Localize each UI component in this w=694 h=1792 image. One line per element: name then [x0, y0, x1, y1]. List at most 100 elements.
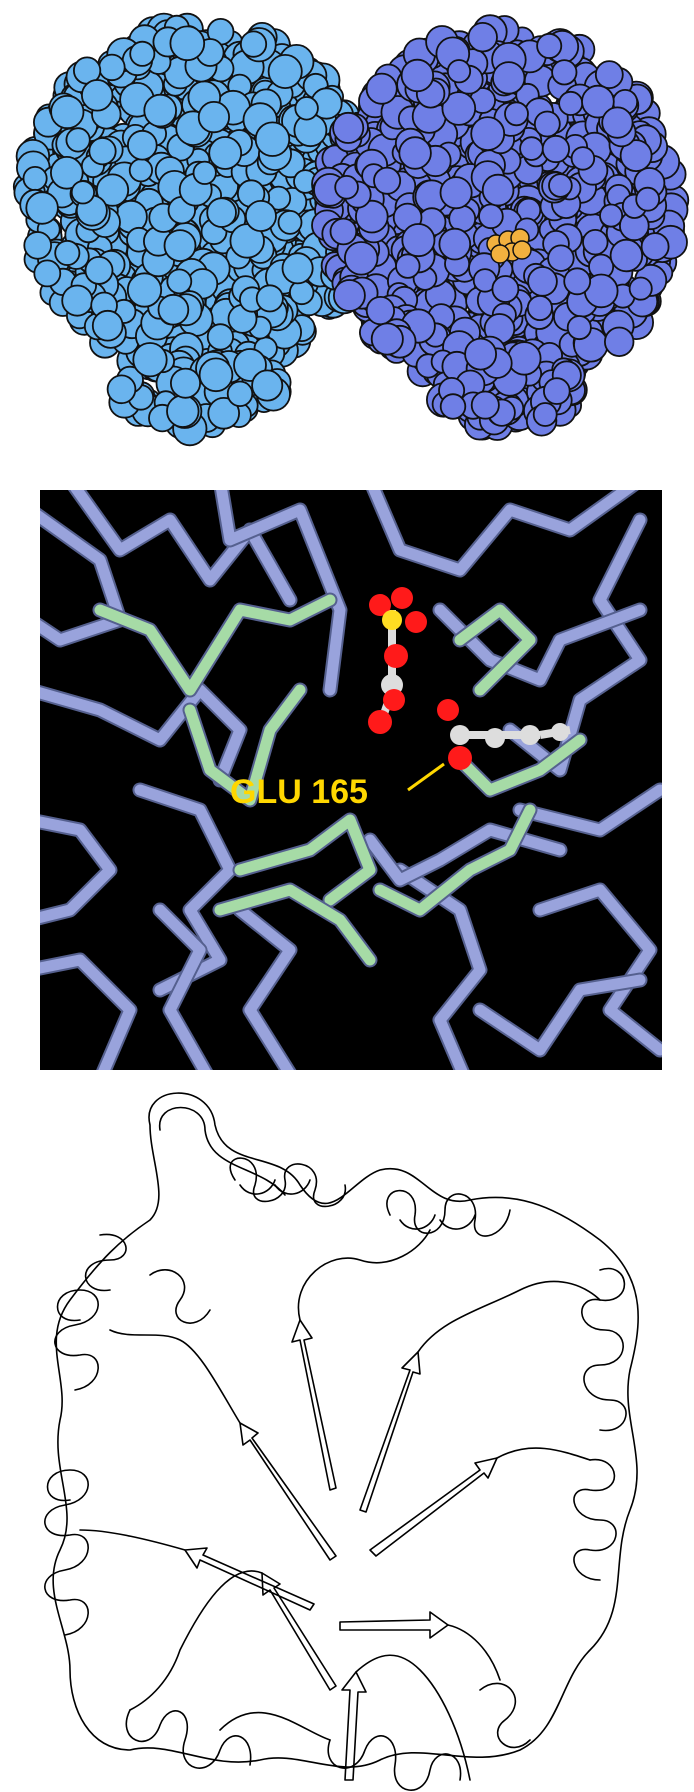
atom-sphere [398, 136, 432, 170]
atom-sphere [329, 217, 358, 246]
atom-sphere [106, 374, 137, 405]
atom-sphere [601, 106, 634, 139]
atom-sphere [255, 284, 284, 313]
atom-sphere [594, 60, 624, 89]
atom-sphere [507, 341, 542, 376]
strand-segment [214, 884, 376, 966]
helix-right-upper [581, 1267, 627, 1432]
atom-sphere [129, 40, 156, 67]
atom-sphere [401, 223, 436, 258]
atom-sphere [251, 369, 284, 402]
atom-sphere [277, 209, 303, 235]
atom-sphere [281, 252, 314, 285]
atom-sphere [166, 394, 200, 428]
loop-h [355, 1654, 471, 1781]
atom-sphere [536, 32, 563, 59]
atom-sphere [50, 94, 85, 130]
carbon-atom [485, 728, 505, 748]
phosphorus-atom [382, 610, 402, 630]
strand-segment [184, 684, 306, 806]
atom-sphere [169, 367, 201, 399]
atom-sphere [467, 22, 498, 53]
atom-sphere [22, 165, 48, 191]
space-filling-model [12, 12, 690, 447]
atom-sphere [478, 203, 504, 230]
atom-sphere [128, 158, 153, 183]
oxygen-atom [369, 594, 391, 616]
atom-sphere [492, 61, 526, 95]
backbone-segment [514, 784, 662, 836]
atom-sphere [558, 90, 584, 116]
space-filling-model-panel [0, 0, 694, 460]
strand-segment [454, 604, 536, 696]
atom-sphere [98, 53, 126, 82]
atom-sphere [481, 173, 515, 207]
subunit-right-lower [426, 335, 588, 441]
atom-sphere [604, 326, 635, 358]
outer-loop [52, 1092, 639, 1768]
atom-sphere [542, 377, 571, 405]
atom-sphere [157, 293, 190, 326]
atom-sphere [395, 253, 421, 279]
loop-top [159, 1106, 286, 1196]
helix-top-left [229, 1157, 346, 1208]
helix-bottom [125, 1682, 531, 1791]
beta-strand-4 [239, 1422, 337, 1561]
backbone-segment [368, 490, 636, 576]
loop-b [417, 1280, 601, 1353]
atom-sphere [332, 279, 366, 312]
beta-strand-7 [261, 1572, 337, 1691]
atom-sphere [80, 79, 114, 112]
atom-sphere [126, 272, 163, 308]
loop-a [297, 1229, 431, 1321]
carbon-atom [450, 725, 470, 745]
atom-sphere [526, 294, 553, 321]
atom-sphere [332, 111, 365, 144]
atom-sphere [61, 284, 94, 317]
loop-d [109, 1329, 241, 1424]
glu-165-label: GLU 165 [230, 773, 368, 811]
backbone-segment [434, 604, 646, 686]
backbone-segment [40, 816, 116, 924]
backbone-segment [474, 974, 646, 1056]
atom-sphere [533, 110, 561, 138]
atom-sphere [439, 393, 467, 420]
strand-segment [454, 734, 586, 796]
atom-sphere [23, 231, 53, 260]
atom-sphere [566, 315, 592, 341]
atom-sphere [519, 136, 544, 161]
atom-sphere [127, 129, 158, 161]
atom-sphere [206, 197, 237, 228]
atom-sphere [548, 173, 573, 198]
oxygen-atom [437, 699, 459, 721]
beta-strand-6 [339, 1611, 449, 1639]
label-pointer-line [407, 762, 445, 792]
atom-sphere [244, 199, 277, 232]
loop-c [496, 1447, 591, 1461]
loop-e [79, 1529, 186, 1551]
atom-sphere [365, 72, 398, 105]
atom-sphere [25, 191, 59, 225]
beta-strand-2 [359, 1351, 421, 1513]
oxygen-atom [383, 689, 405, 711]
helix-right-lower [573, 1458, 617, 1581]
helix-left-upper [54, 1233, 211, 1391]
backbone-segment [40, 954, 136, 1070]
atom-sphere [640, 232, 670, 262]
helix-left-lower [44, 1469, 89, 1636]
beta-strand-5 [184, 1547, 315, 1611]
bound-ligand [486, 228, 532, 264]
atom-sphere [470, 116, 506, 152]
atom-sphere [373, 166, 402, 195]
loop-i [219, 1711, 331, 1741]
beta-strand-1 [291, 1319, 337, 1491]
helix-top-right [386, 1189, 511, 1237]
backbone-segment [70, 490, 296, 606]
strand-segment-shadow [372, 802, 538, 918]
atom-sphere [563, 267, 592, 296]
atom-sphere [91, 309, 124, 342]
atom-sphere [207, 396, 241, 430]
strand-segment [374, 804, 536, 916]
atom-sphere [609, 238, 644, 273]
oxygen-atom [405, 611, 427, 633]
